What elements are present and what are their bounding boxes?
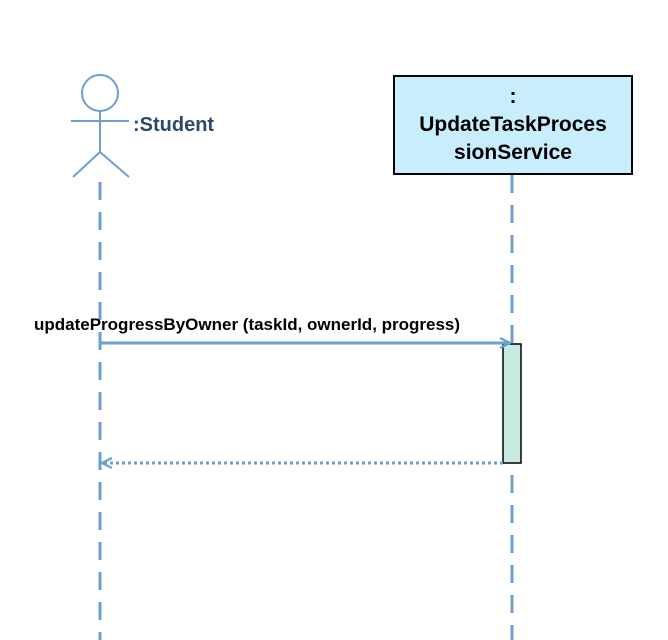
actor-right-leg <box>99 151 130 178</box>
service-activation-bar <box>502 343 522 464</box>
service-name-line-3: sionService <box>454 141 572 164</box>
actor-stick-figure-icon <box>71 74 130 178</box>
service-lifeline-head: : UpdateTaskProces sionService <box>393 75 633 175</box>
service-name-line-1: : <box>509 85 517 108</box>
actor-label: :Student <box>133 114 215 136</box>
call-message-label: updateProgressByOwner (taskId, ownerId, … <box>34 315 461 334</box>
service-name-line-2: UpdateTaskProces <box>419 113 607 136</box>
actor-left-leg <box>72 151 101 178</box>
actor-head <box>81 74 119 112</box>
